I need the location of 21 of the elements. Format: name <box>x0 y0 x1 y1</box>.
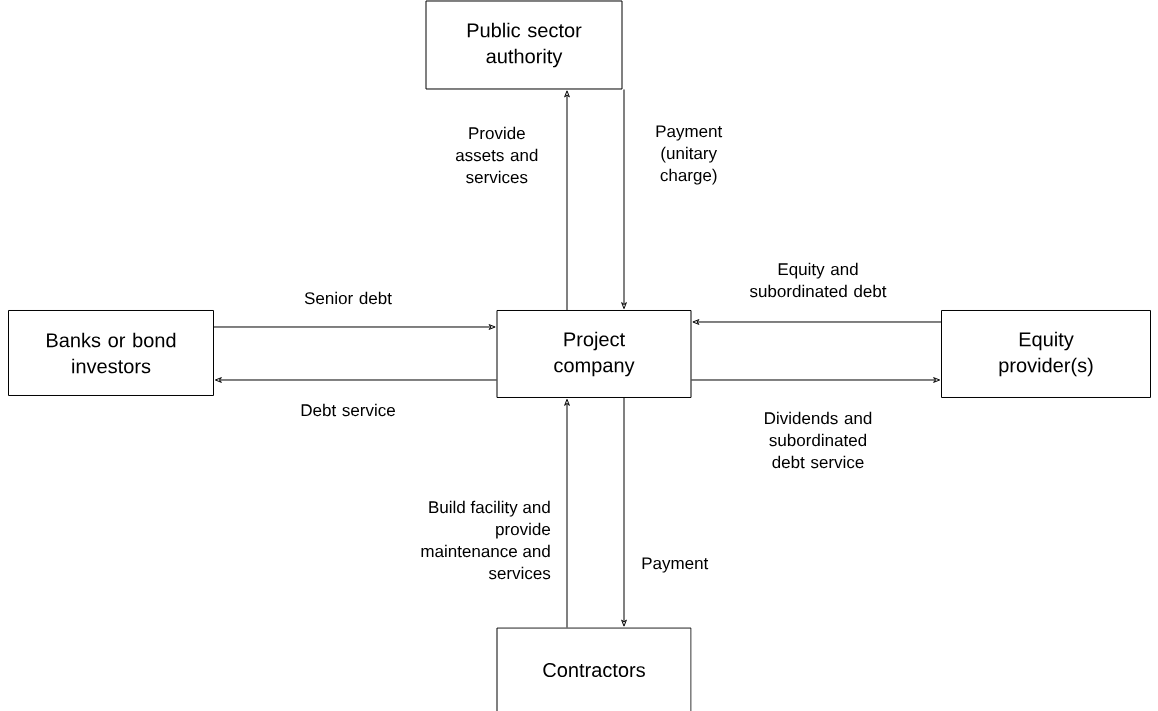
entity-box: Banks or bond investors <box>8 310 214 396</box>
edge-label: Senior debt <box>304 291 392 305</box>
entity-box: Public sector authority <box>425 0 623 90</box>
arrow <box>621 89 627 310</box>
edge-label: Dividends and subordinated debt service <box>765 411 872 469</box>
edge-label: Provide assets and services <box>455 126 538 184</box>
arrow <box>564 90 570 311</box>
edge-label: Equity and subordinated debt <box>749 262 887 298</box>
arrow <box>213 324 496 330</box>
entity-box: Equity provider(s) <box>941 310 1151 398</box>
arrow <box>692 319 942 325</box>
arrow <box>214 377 497 383</box>
edge-label: Payment (unitary charge) <box>656 125 723 185</box>
arrow <box>564 398 570 628</box>
edge-label: Payment <box>642 557 709 573</box>
edge-label: Build facility and provide maintenance and services <box>421 500 551 580</box>
arrow <box>691 377 941 383</box>
entity-box: Contractors <box>496 627 692 711</box>
entity-box: Project company <box>496 310 692 398</box>
edge-label: Debt service <box>301 403 395 417</box>
arrow <box>621 397 627 627</box>
